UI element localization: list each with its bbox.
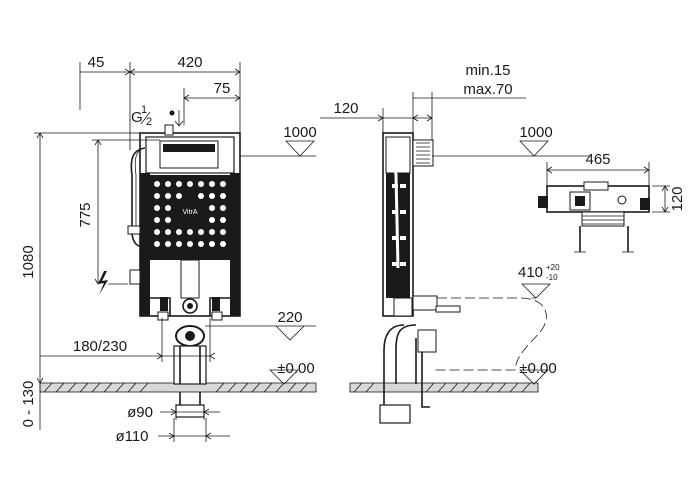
dim-465: 465 [585,151,610,168]
top-dim-lines [540,155,670,213]
floor-right [349,382,539,393]
electric-symbol [98,271,128,295]
brand-logo: VitrA [182,209,197,216]
dim-phi110: ø110 [115,428,148,445]
dim-420: 420 [177,54,202,71]
front-water-pipe [127,147,146,285]
side-zero-level: ±0.00 [519,360,556,377]
side-dim-lines [320,92,551,385]
dim-410-minus: -10 [546,273,558,282]
cistern-body: VitrA [150,175,230,260]
top-dim-120: 120 [669,186,686,211]
side-dim-120: 120 [333,100,358,117]
front-zero-level: ±0.00 [277,360,314,377]
dim-max70: max.70 [463,81,512,98]
dim-220: 220 [277,309,302,326]
dim-45: 45 [88,54,105,71]
dim-410-plus: +20 [546,263,560,272]
dim-0-130: 0 - 130 [20,381,37,428]
front-dim-1000: 1000 [283,124,316,141]
pipe-size-g: G [131,109,143,126]
fraction-bar [140,111,151,125]
dim-410: 410 [518,264,543,281]
dim-min15: min.15 [465,62,510,79]
front-frame [139,132,241,317]
side-frame [379,132,461,424]
front-dim-lines [34,62,316,442]
dim-775: 775 [77,202,94,227]
front-lower-frame [150,259,230,418]
front-inlet [164,110,184,136]
dim-180-230: 180/230 [73,338,127,355]
pipe-size-num: 1 [141,104,147,116]
dim-75: 75 [214,80,231,97]
top-dim-1000: 1000 [519,124,552,141]
dim-phi90: ø90 [127,404,153,421]
pipe-size-den: 2 [146,116,152,128]
top-view [538,181,650,253]
dim-1080: 1080 [20,245,37,278]
toilet-outline [435,297,547,371]
